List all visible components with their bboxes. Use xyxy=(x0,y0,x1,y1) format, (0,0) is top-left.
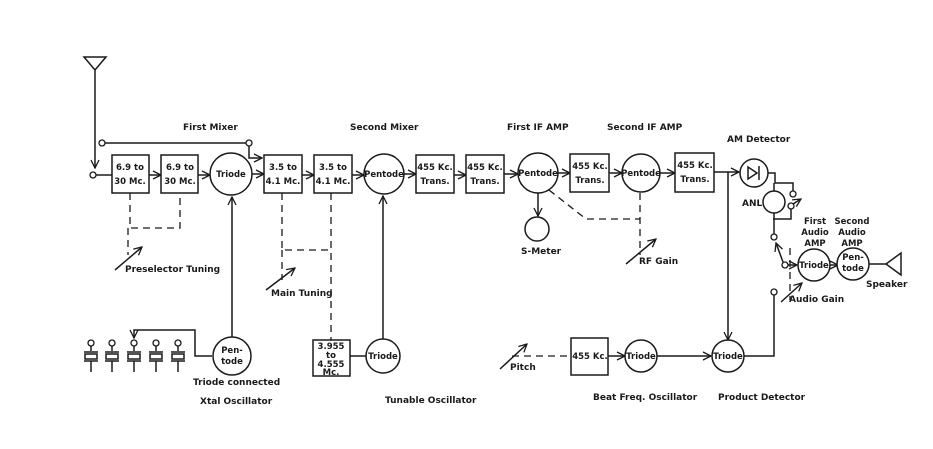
audio-gain-label: Audio Gain xyxy=(789,295,844,305)
product-detector-terminal xyxy=(770,288,778,296)
vfo-tank-line2: to xyxy=(326,351,336,361)
if-transformer-1: 455 Kc. Trans. xyxy=(415,154,455,194)
if-amp1-tube-label: Pentode xyxy=(518,169,558,179)
trans3-line1: 455 Kc. xyxy=(572,162,608,172)
if1b-line2: 4.1 Mc. xyxy=(316,177,351,187)
second-mixer-label: Second Mixer xyxy=(350,123,419,133)
preselector-tuning-arrow xyxy=(114,247,142,271)
antenna-terminal xyxy=(89,171,97,179)
triode-connected-label: Triode connected xyxy=(193,378,280,388)
xtal-oscillator-label: Xtal Oscillator xyxy=(200,397,273,407)
main-tuning-label: Main Tuning xyxy=(271,289,333,299)
trans1-line2: Trans. xyxy=(420,177,449,187)
preselector-tuning-label: Preselector Tuning xyxy=(125,265,220,275)
product-detector-label: Product Detector xyxy=(718,393,806,403)
if1a-line2: 4.1 Mc. xyxy=(266,177,301,187)
rf-gain-link xyxy=(548,189,640,220)
vfo-tank-line4: Mc. xyxy=(323,368,340,378)
if-amp2-tube-label: Pentode xyxy=(621,169,661,179)
second-audio-amp-tube: Pen- tode xyxy=(836,247,870,281)
rf-gain-label: RF Gain xyxy=(639,257,678,267)
second-if-amp-label: Second IF AMP xyxy=(607,123,683,133)
anl-circle-icon xyxy=(762,190,786,214)
vfo-tube-label: Triode xyxy=(368,352,398,362)
mix1-tube-label: Triode xyxy=(216,170,246,180)
tunable-oscillator-tube: Triode xyxy=(365,338,401,374)
first-audio-amp-label-1: First xyxy=(804,217,826,227)
xtal-tube-label-2: tode xyxy=(221,357,243,367)
second-audio-amp-label-1: Second xyxy=(835,217,870,227)
if-transformer-3: 455 Kc. Trans. xyxy=(569,153,610,193)
if-filter-block-1: 3.5 to 4.1 Mc. xyxy=(263,154,303,194)
first-audio-amp-tube: Triode xyxy=(797,248,831,282)
if-transformer-2: 455 Kc. Trans. xyxy=(465,154,505,194)
bfo-tank-block: 455 Kc. xyxy=(570,337,609,376)
bfo-tube: Triode xyxy=(624,339,658,373)
if-transformer-4: 455 Kc. Trans. xyxy=(674,152,715,193)
if1b-line1: 3.5 to xyxy=(319,163,347,173)
bypass-terminal-right xyxy=(245,139,253,147)
antenna-icon xyxy=(82,56,108,168)
audio-gain-arrow xyxy=(780,283,802,303)
trans1-line1: 455 Kc. xyxy=(417,163,453,173)
second-if-amp-tube: Pentode xyxy=(621,153,661,193)
trans4-line2: Trans. xyxy=(680,175,709,185)
product-detector-tube: Triode xyxy=(711,339,745,373)
s-meter-label: S-Meter xyxy=(521,247,562,257)
main-tuning-arrow xyxy=(265,268,295,291)
second-audio-amp-label-2: Audio xyxy=(838,228,866,238)
prod-det-tube-label: Triode xyxy=(713,352,743,362)
crystal-bank-icon xyxy=(84,339,185,372)
xtal-tube-label-1: Pen- xyxy=(221,346,243,356)
if-filter-block-2: 3.5 to 4.1 Mc. xyxy=(313,154,353,194)
rf1-line2: 30 Mc. xyxy=(114,177,146,187)
am-detector-diode-icon xyxy=(739,158,769,188)
audio1-tube-label: Triode xyxy=(799,261,829,271)
rf-amp-block-2: 6.9 to 30 Mc. xyxy=(160,154,199,194)
speaker-label: Speaker xyxy=(866,280,908,290)
audio2-tube-label-1: Pen- xyxy=(842,253,864,263)
s-meter-icon xyxy=(524,216,550,242)
vfo-tank-line1: 3.955 xyxy=(318,342,345,352)
bfo-tube-label: Triode xyxy=(626,352,656,362)
trans3-line2: Trans. xyxy=(575,176,604,186)
trans2-line2: Trans. xyxy=(470,177,499,187)
bfo-label: Beat Freq. Oscillator xyxy=(593,393,698,403)
rf-amp-block-1: 6.9 to 30 Mc. xyxy=(111,154,150,194)
second-audio-amp-label-3: AMP xyxy=(841,239,862,249)
tunable-oscillator-label: Tunable Oscillator xyxy=(385,396,477,406)
first-if-amp-label: First IF AMP xyxy=(507,123,569,133)
first-audio-amp-label-3: AMP xyxy=(804,239,825,249)
rf-gain-arrow xyxy=(625,239,656,265)
if1a-line1: 3.5 to xyxy=(269,163,297,173)
speaker-icon xyxy=(884,251,902,277)
first-mixer-label: First Mixer xyxy=(183,123,238,133)
first-audio-amp-label-2: Audio xyxy=(801,228,829,238)
trans4-line1: 455 Kc. xyxy=(677,161,713,171)
rf1-line1: 6.9 to xyxy=(116,163,144,173)
pitch-label: Pitch xyxy=(510,363,536,373)
anl-label: ANL xyxy=(742,199,762,209)
vfo-tank-line3: 4.555 xyxy=(318,360,345,370)
main-tuning-gang xyxy=(281,193,331,251)
vfo-tank-block: 3.955 to 4.555 Mc. xyxy=(312,339,351,378)
detector-selector-arrow xyxy=(776,243,784,263)
crystal-selector-line xyxy=(134,329,212,357)
first-if-amp-tube: Pentode xyxy=(517,152,559,194)
audio2-tube-label-2: tode xyxy=(842,264,864,274)
bfo-tank-label: 455 Kc. xyxy=(572,352,608,362)
rf2-line2: 30 Mc. xyxy=(164,177,196,187)
mix2-tube-label: Pentode xyxy=(364,170,404,180)
first-mixer-tube: Triode xyxy=(209,152,253,196)
trans2-line1: 455 Kc. xyxy=(467,163,503,173)
preselector-gang xyxy=(129,193,181,229)
second-mixer-tube: Pentode xyxy=(363,153,405,195)
am-detector-label: AM Detector xyxy=(727,135,791,145)
rf2-line1: 6.9 to xyxy=(166,163,194,173)
audio-input-terminal xyxy=(781,261,789,269)
xtal-oscillator-tube: Pen- tode xyxy=(212,336,252,376)
product-detector-output-line xyxy=(744,295,775,357)
bypass-terminal-left xyxy=(98,139,106,147)
